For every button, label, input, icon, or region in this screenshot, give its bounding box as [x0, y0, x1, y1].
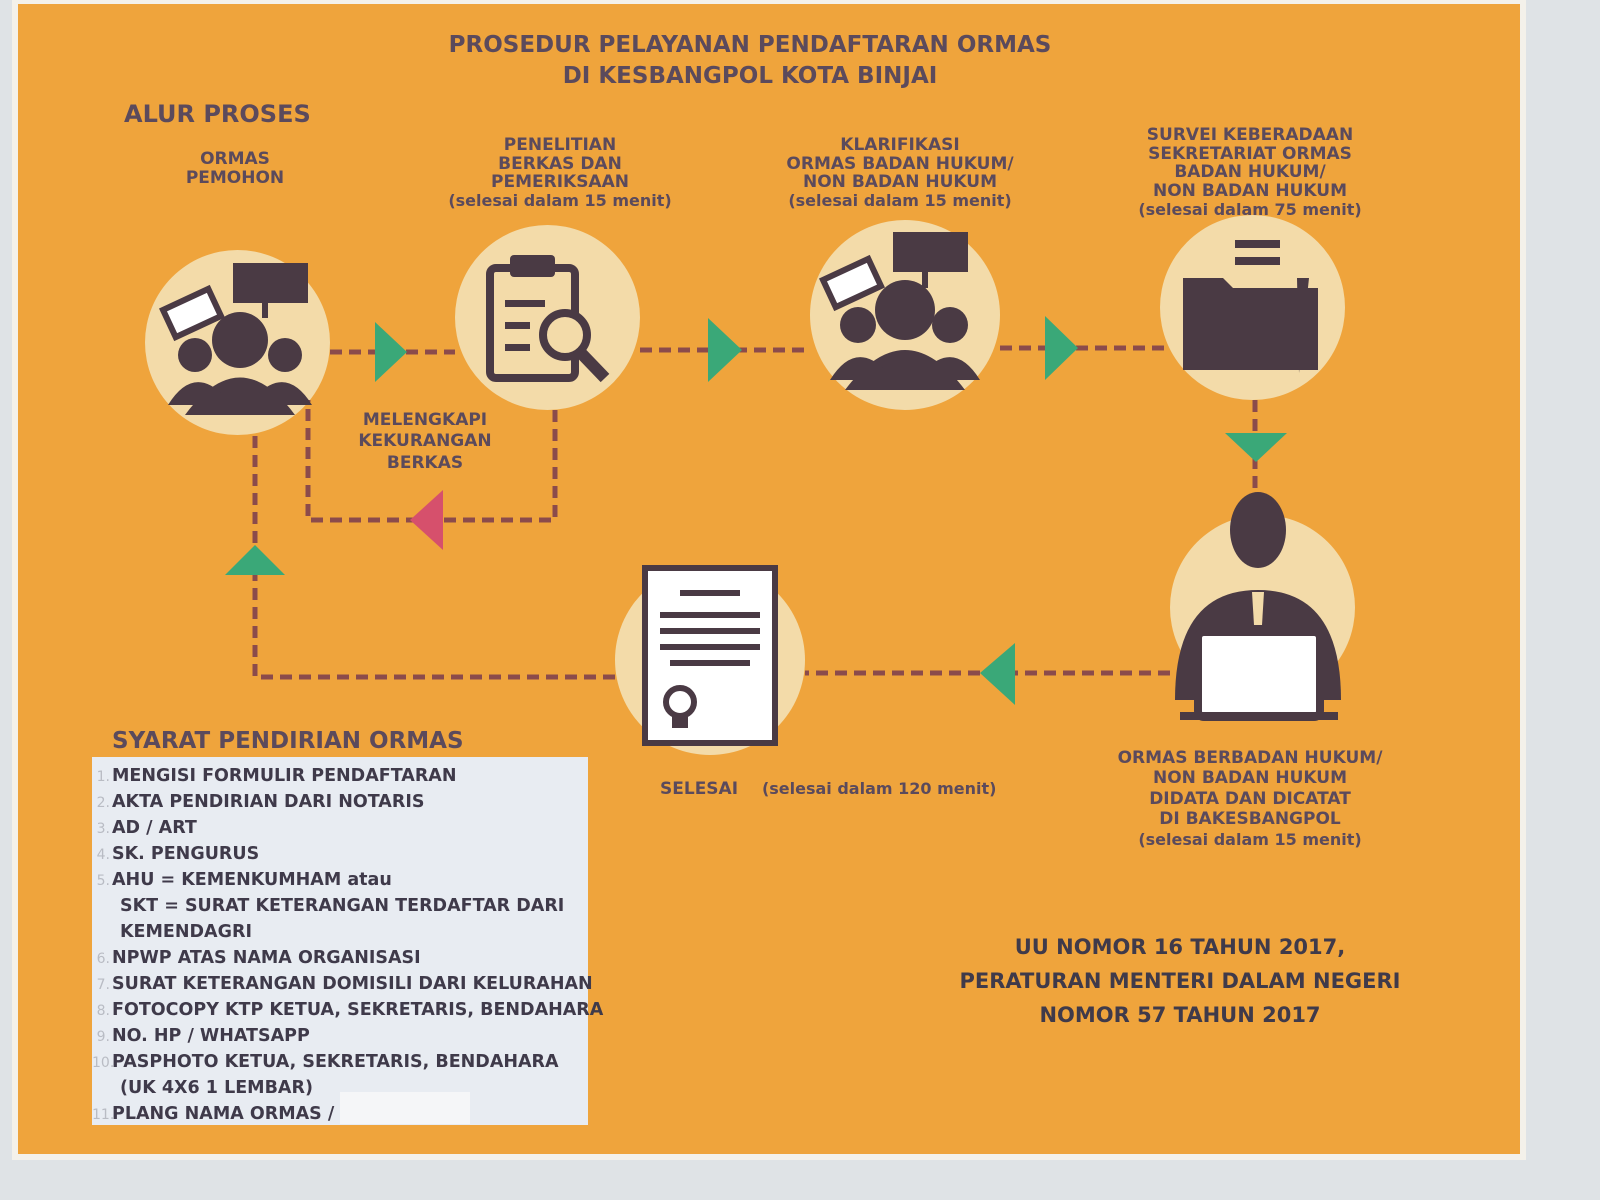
- item-text: PLANG NAMA ORMAS /: [112, 1104, 335, 1124]
- list-item: 8.FOTOCOPY KTP KETUA, SEKRETARIS, BENDAH…: [92, 997, 604, 1023]
- item-text: MENGISI FORMULIR PENDAFTARAN: [112, 766, 457, 786]
- item-text: NO. HP / WHATSAPP: [112, 1026, 310, 1046]
- item-text: PASPHOTO KETUA, SEKRETARIS, BENDAHARA: [112, 1052, 559, 1072]
- item-number: 2.: [96, 795, 110, 811]
- title-line: DI KESBANGPOL KOTA BINJAI: [562, 63, 938, 90]
- requirements-list: 1.MENGISI FORMULIR PENDAFTARAN 2.AKTA PE…: [92, 757, 604, 1127]
- label-line: BERKAS DAN: [498, 153, 622, 174]
- item-text: SURAT KETERANGAN DOMISILI DARI KELURAHAN: [112, 974, 593, 994]
- item-text: FOTOCOPY KTP KETUA, SEKRETARIS, BENDAHAR…: [112, 1000, 604, 1020]
- step-label-clarification: KLARIFIKASI ORMAS BADAN HUKUM/ NON BADAN…: [740, 136, 1060, 210]
- label-line: DI BAKESBANGPOL: [1159, 809, 1341, 830]
- list-item: 7.SURAT KETERANGAN DOMISILI DARI KELURAH…: [92, 971, 593, 997]
- list-item: 11.PLANG NAMA ORMAS /: [92, 1101, 588, 1127]
- label-line: SELESAI: [660, 779, 739, 799]
- step-label-review: PENELITIAN BERKAS DAN PEMERIKSAAN (seles…: [420, 136, 700, 210]
- step-time: (selesai dalam 75 menit): [1138, 199, 1362, 219]
- item-number: 1.: [96, 769, 110, 785]
- item-text: AHU = KEMENKUMHAM atau: [112, 870, 392, 890]
- item-number: 7.: [96, 977, 110, 993]
- legal-line: PERATURAN MENTERI DALAM NEGERI: [959, 969, 1401, 993]
- list-item-continuation: (UK 4X6 1 LEMBAR): [120, 1078, 313, 1098]
- label-line: ORMAS BADAN HUKUM/: [786, 153, 1014, 174]
- list-item: 6.NPWP ATAS NAMA ORGANISASI: [92, 945, 588, 971]
- label-line: PEMERIKSAAN: [491, 172, 629, 193]
- item-number: 10.: [92, 1055, 115, 1071]
- label-line: MELENGKAPI: [362, 410, 488, 430]
- list-item: 3.AD / ART: [92, 815, 588, 841]
- list-item-continuation: KEMENDAGRI: [120, 922, 252, 942]
- people-protest-icon: [819, 232, 980, 390]
- label-line: PEMOHON: [185, 167, 285, 188]
- step-label-survey: SURVEI KEBERADAAN SEKRETARIAT ORMAS BADA…: [1100, 126, 1400, 218]
- arrow-up-icon: [225, 545, 285, 575]
- label-line: SEKRETARIAT ORMAS: [1148, 143, 1352, 164]
- item-number: 11.: [92, 1107, 115, 1123]
- list-item-continuation: SKT = SURAT KETERANGAN TERDAFTAR DARI: [120, 896, 565, 916]
- step-label-applicant: ORMAS PEMOHON: [150, 150, 320, 187]
- people-protest-icon: [159, 263, 312, 415]
- step-time: (selesai dalam 15 menit): [788, 191, 1012, 211]
- arrow-right-icon: [375, 322, 407, 382]
- certificate-icon: [642, 565, 778, 746]
- title-line: PROSEDUR PELAYANAN PENDAFTARAN ORMAS: [448, 32, 1052, 58]
- label-line: BERKAS: [386, 452, 464, 473]
- item-text: AKTA PENDIRIAN DARI NOTARIS: [112, 792, 425, 812]
- redacted-sticker: [340, 1092, 470, 1124]
- list-item: 1.MENGISI FORMULIR PENDAFTARAN: [92, 763, 588, 789]
- loop-label: MELENGKAPI KEKURANGAN BERKAS: [330, 410, 520, 474]
- clipboard-search-icon: [486, 255, 610, 383]
- legal-line: NOMOR 57 TAHUN 2017: [1039, 1003, 1321, 1027]
- arrow-right-icon: [1045, 316, 1078, 380]
- folder-icon: [1183, 240, 1318, 373]
- legal-line: UU NOMOR 16 TAHUN 2017,: [1014, 935, 1346, 959]
- item-number: 8.: [96, 1003, 110, 1019]
- label-line: PENELITIAN: [503, 135, 617, 155]
- item-number: 9.: [96, 1029, 110, 1045]
- arrow-left-icon: [980, 643, 1015, 705]
- poster-title: PROSEDUR PELAYANAN PENDAFTARAN ORMAS DI …: [300, 30, 1200, 92]
- arrow-back-icon: [410, 490, 443, 550]
- item-number: 6.: [96, 951, 110, 967]
- label-line: BADAN HUKUM/: [1174, 162, 1326, 183]
- label-line: SURVEI KEBERADAAN: [1146, 125, 1354, 145]
- label-line: NON BADAN HUKUM: [1153, 768, 1347, 789]
- connector-line: [252, 430, 615, 680]
- requirements-heading: SYARAT PENDIRIAN ORMAS: [112, 728, 464, 754]
- label-line: DIDATA DAN DICATAT: [1149, 788, 1351, 809]
- label-line: NON BADAN HUKUM: [1153, 181, 1347, 202]
- list-item: 10.PASPHOTO KETUA, SEKRETARIS, BENDAHARA: [92, 1049, 588, 1075]
- flow-heading: ALUR PROSES: [124, 100, 311, 128]
- step-time: (selesai dalam 15 menit): [1138, 829, 1362, 849]
- step-time: (selesai dalam 15 menit): [448, 191, 672, 211]
- arrow-right-icon: [708, 318, 742, 382]
- label-line: KLARIFIKASI: [840, 135, 960, 155]
- label-line: KEKURANGAN: [358, 431, 492, 452]
- item-text: NPWP ATAS NAMA ORGANISASI: [112, 948, 421, 968]
- list-item: 2.AKTA PENDIRIAN DARI NOTARIS: [92, 789, 588, 815]
- list-item: 5.AHU = KEMENKUMHAM atau: [92, 867, 588, 893]
- item-number: 4.: [96, 847, 110, 863]
- label-line: NON BADAN HUKUM: [803, 172, 997, 193]
- list-item: 9.NO. HP / WHATSAPP: [92, 1023, 588, 1049]
- item-text: AD / ART: [112, 818, 197, 838]
- label-line: ORMAS BERBADAN HUKUM/: [1117, 748, 1383, 768]
- step-label-registered: ORMAS BERBADAN HUKUM/ NON BADAN HUKUM DI…: [1080, 748, 1420, 849]
- item-number: 3.: [96, 821, 110, 837]
- item-text: SK. PENGURUS: [112, 844, 260, 864]
- legal-basis: UU NOMOR 16 TAHUN 2017, PERATURAN MENTER…: [900, 930, 1460, 1032]
- step-time: (selesai dalam 120 menit): [761, 779, 997, 798]
- label-line: ORMAS: [200, 149, 270, 169]
- list-item: 4.SK. PENGURUS: [92, 841, 588, 867]
- item-number: 5.: [96, 873, 110, 889]
- officer-laptop-icon: [1175, 492, 1341, 721]
- step-label-finished: SELESAI (selesai dalam 120 menit): [660, 780, 1060, 799]
- arrow-down-icon: [1225, 433, 1287, 462]
